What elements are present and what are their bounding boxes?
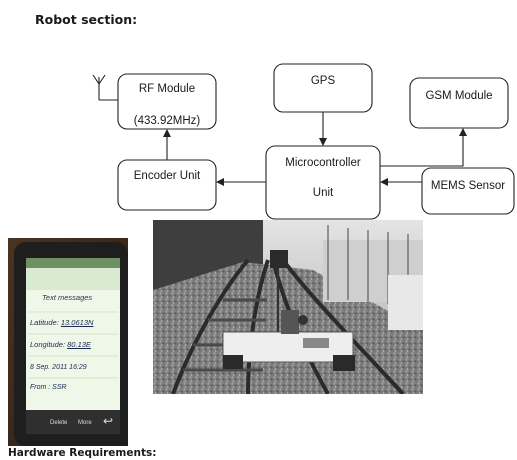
gsm-module-block: GSM Module [409,77,509,129]
rf-module-block: RF Module (433.92MHz) [117,73,217,130]
phone-latitude: Latitude: 13.0613N [30,318,93,327]
latitude-value: 13.0613N [60,318,94,327]
gps-block: GPS [273,63,373,113]
rf-module-frequency: (433.92MHz) [134,115,201,127]
antenna-icon [92,74,118,101]
railway-robot-photo [153,220,423,394]
microcontroller-block: Microcontroller Unit [265,145,381,220]
phone-from: From : SSR [30,384,67,391]
mems-sensor-block: MEMS Sensor [421,167,515,215]
phone-datetime: 8 Sep. 2011 16:29 [30,364,87,371]
mems-sensor-label: MEMS Sensor [431,180,505,192]
robot-section-heading: Robot section: [35,12,138,27]
microcontroller-label: Microcontroller [285,157,361,169]
longitude-value: 80.13E [67,340,91,349]
back-arrow-icon: ↩ [103,414,114,428]
hardware-requirements-heading: Hardware Requirements: [8,447,157,459]
phone-header: Text messages [42,293,93,302]
block-diagram: RF Module (433.92MHz) GPS GSM Module Enc… [92,63,515,220]
phone-longitude: Longitude: 80.13E [30,340,91,349]
phone-photo: Text messages Latitude: 13.0613N Longitu… [8,238,128,446]
gps-label: GPS [311,75,336,87]
microcontroller-unit-label: Unit [313,187,334,199]
rf-module-label: RF Module [139,83,195,95]
longitude-label: Longitude: [30,340,66,349]
encoder-unit-block: Encoder Unit [117,159,217,211]
arrow-microcontroller-to-gsm [380,128,467,167]
gsm-module-label: GSM Module [425,90,492,102]
phone-delete-button: Delete [50,420,68,426]
encoder-unit-label: Encoder Unit [134,170,201,182]
phone-more-button: More [78,420,92,426]
latitude-label: Latitude: [30,318,59,327]
